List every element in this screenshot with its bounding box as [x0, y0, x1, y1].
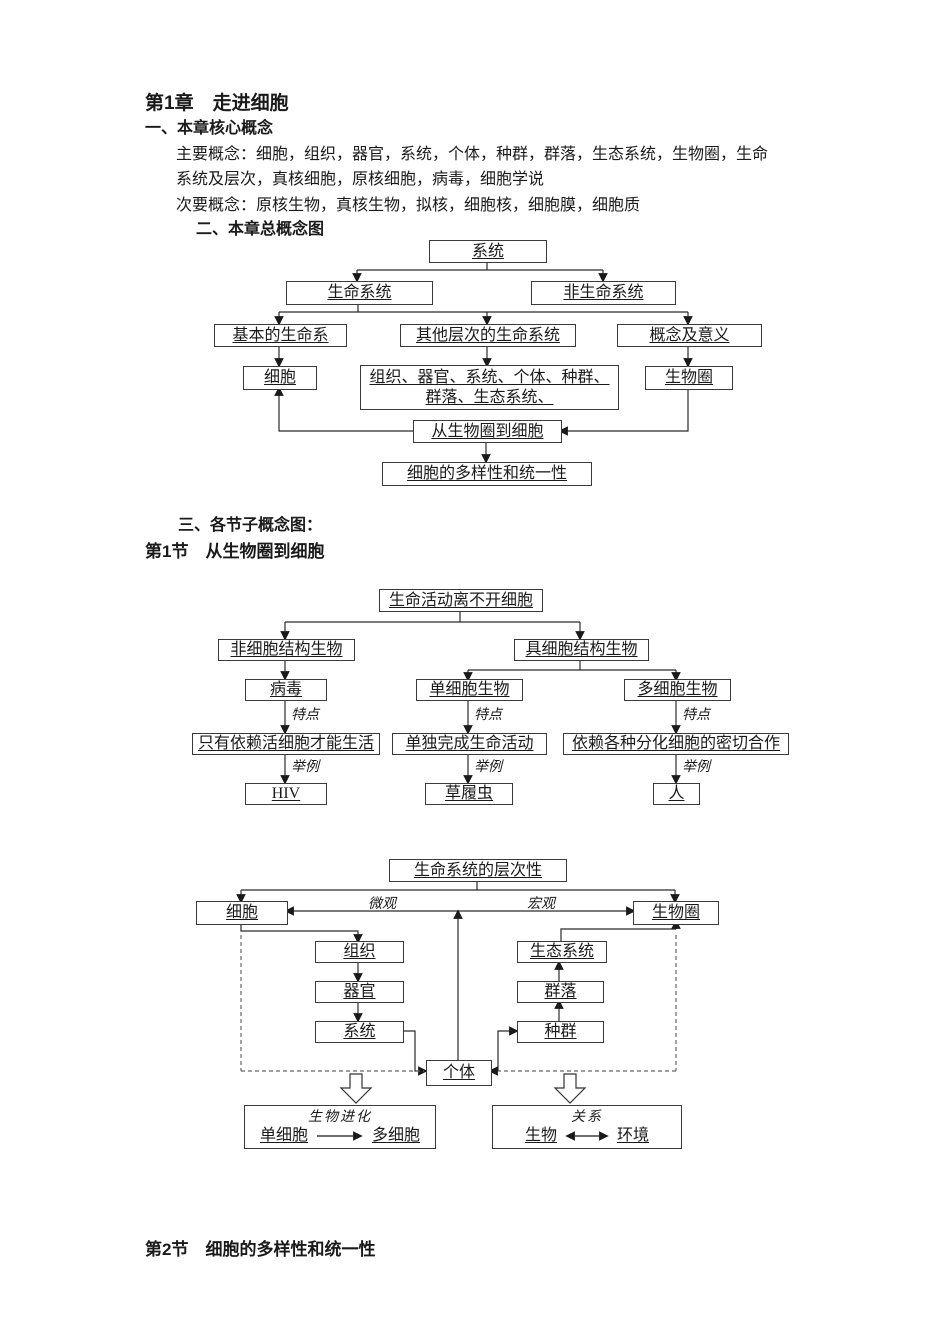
d2-example-label-multi: 举例	[682, 760, 710, 775]
d3-relation-label: 关系	[571, 1110, 603, 1125]
d3-node-biosphere: 生物圈	[633, 901, 719, 925]
hollow-down-arrow-right	[553, 1073, 587, 1104]
d1-node-system: 系统	[429, 240, 547, 263]
d3-node-tissue: 组织	[315, 941, 404, 963]
d1-node-life-system: 生命系统	[286, 281, 433, 305]
d1-node-other-levels: 其他层次的生命系统	[400, 324, 576, 347]
d3-relation-box: 关系 生物 环境	[492, 1105, 682, 1149]
d3-multicell-label: 多细胞	[372, 1127, 421, 1144]
d2-node-multi-feature: 依赖各种分化细胞的密切合作	[563, 733, 789, 755]
d1-node-cell: 细胞	[243, 366, 317, 390]
d2-node-virus-feature: 只有依赖活细胞才能生活	[192, 733, 380, 755]
d3-organism-label: 生物	[524, 1127, 557, 1144]
d3-macro-label: 宏观	[527, 897, 555, 912]
d2-node-hiv: HIV	[245, 783, 327, 805]
d2-feature-label-uni: 特点	[474, 708, 502, 723]
d3-node-population: 种群	[517, 1021, 604, 1043]
d2-node-paramecium: 草履虫	[425, 783, 513, 805]
secondary-concepts-line: 次要概念：原核生物，真核生物，拟核，细胞核，细胞膜，细胞质	[176, 197, 641, 214]
d2-node-cellular: 具细胞结构生物	[514, 639, 649, 661]
d1-node-non-life-system: 非生命系统	[531, 281, 676, 305]
d3-node-individual: 个体	[426, 1060, 492, 1086]
d2-node-human: 人	[653, 783, 700, 805]
d3-node-cell: 细胞	[196, 901, 288, 925]
d1-node-basic-life-system: 基本的生命系	[214, 324, 347, 347]
chapter-title: 第1章 走进细胞	[145, 93, 289, 114]
hollow-down-arrow-left	[339, 1073, 373, 1104]
d2-node-root: 生命活动离不开细胞	[379, 589, 543, 612]
lesson2-heading: 第2节 细胞的多样性和统一性	[145, 1240, 376, 1259]
d3-node-root: 生命系统的层次性	[389, 859, 567, 882]
main-concepts-line2: 系统及层次，真核细胞，原核细胞，病毒，细胞学说	[176, 171, 545, 188]
d3-node-community: 群落	[517, 981, 604, 1003]
d3-node-system: 系统	[315, 1021, 404, 1043]
d3-node-ecosystem: 生态系统	[517, 941, 607, 963]
d2-feature-label-virus: 特点	[291, 708, 319, 723]
d2-node-non-cellular: 非细胞结构生物	[218, 639, 355, 661]
d1-node-from-biosphere-to-cell: 从生物圈到细胞	[413, 420, 562, 443]
d2-node-multicellular: 多细胞生物	[624, 679, 731, 701]
d3-node-organ: 器官	[315, 981, 404, 1003]
main-concepts-line1: 主要概念：细胞，组织，器官，系统，个体，种群，群落，生态系统，生物圈，生命	[176, 146, 769, 163]
d3-micro-label: 微观	[368, 897, 396, 912]
d1-node-biosphere: 生物圈	[645, 366, 733, 390]
lesson1-heading: 第1节 从生物圈到细胞	[145, 542, 325, 561]
d2-node-virus: 病毒	[245, 679, 327, 701]
subsection-heading: 三、各节子概念图：	[178, 517, 323, 534]
diagram2-connectors	[280, 610, 681, 785]
right-arrow-icon	[317, 1130, 363, 1141]
d1-node-diversity-unity: 细胞的多样性和统一性	[382, 462, 592, 486]
overview-diagram-heading: 二、本章总概念图	[196, 221, 325, 238]
d1-node-levels-list: 组织、器官、系统、个体、种群、群落、生态系统、	[360, 365, 619, 410]
diagram3-connectors	[236, 880, 681, 1104]
d3-evolution-label: 生物进化	[308, 1110, 372, 1125]
core-concepts-heading: 一、本章核心概念	[145, 120, 274, 137]
d3-unicell-label: 单细胞	[259, 1127, 308, 1144]
d2-example-label-uni: 举例	[474, 760, 502, 775]
d1-node-concept-meaning: 概念及意义	[617, 324, 762, 347]
double-arrow-icon	[565, 1130, 609, 1141]
d3-evolution-box: 生物进化 单细胞 多细胞	[244, 1105, 436, 1149]
d2-node-uni-feature: 单独完成生命活动	[392, 733, 547, 755]
diagram1-connectors	[274, 261, 693, 464]
d2-example-label-virus: 举例	[291, 760, 319, 775]
d2-feature-label-multi: 特点	[682, 708, 710, 723]
d3-environment-label: 环境	[617, 1127, 650, 1144]
d2-node-unicellular: 单细胞生物	[416, 679, 523, 701]
